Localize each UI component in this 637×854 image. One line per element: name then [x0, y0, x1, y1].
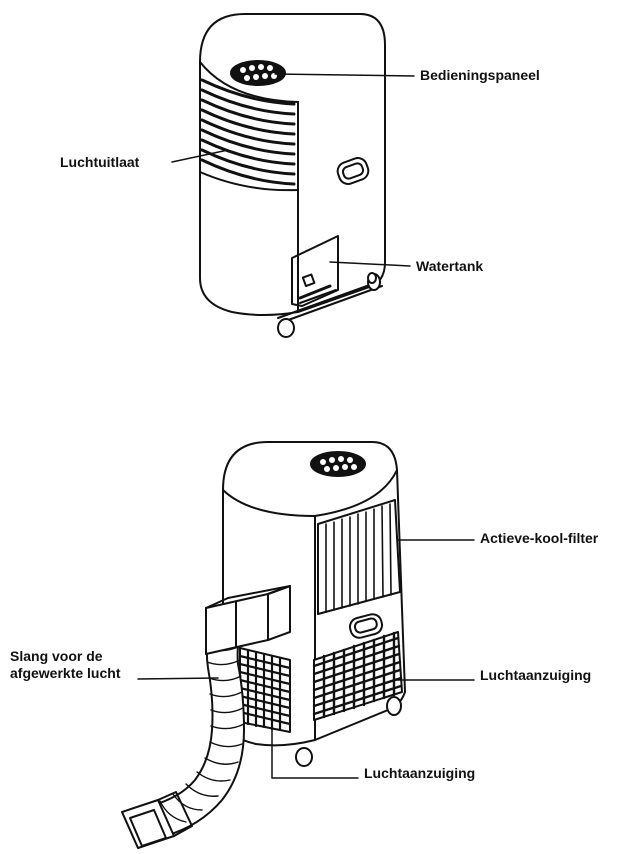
label-air-intake-side: Luchtaanzuiging — [480, 667, 591, 684]
label-water-tank: Watertank — [416, 258, 483, 275]
label-control-panel: Bedieningspaneel — [420, 67, 540, 84]
label-carbon-filter: Actieve-kool-filter — [480, 530, 598, 547]
label-air-outlet: Luchtuitlaat — [60, 154, 139, 171]
label-air-intake-bottom: Luchtaanzuiging — [364, 765, 475, 782]
front-unit-illustration — [200, 14, 385, 337]
label-exhaust-hose: Slang voor de afgewerkte lucht — [10, 648, 150, 682]
